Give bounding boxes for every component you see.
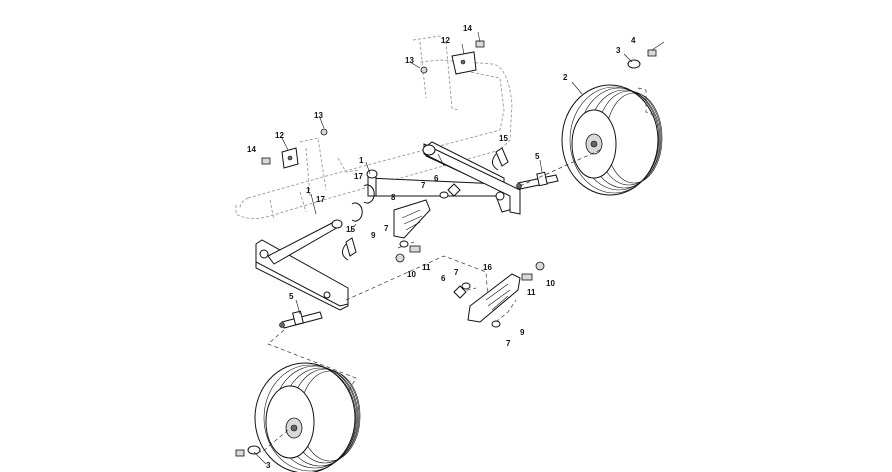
callout-17-upper: 17 — [354, 172, 363, 181]
wheel-rear — [561, 84, 663, 196]
deck-frame-outline — [235, 35, 513, 221]
callout-11-upper: 11 — [422, 263, 431, 272]
callout-12-upper: 12 — [441, 36, 450, 45]
callout-2-rear-wheel: 2 — [563, 73, 568, 82]
callout-8: 8 — [391, 193, 396, 202]
callout-5-front: 5 — [289, 292, 294, 301]
height-plate-upper — [393, 199, 431, 239]
callout-16: 16 — [483, 263, 492, 272]
callout-9-lower: 9 — [520, 328, 525, 337]
callout-5-rear: 5 — [535, 152, 540, 161]
wheel-front — [254, 362, 361, 472]
callout-labels: 1 1 2 3 3 4 5 5 6 6 7 7 7 7 8 9 9 10 10 … — [247, 24, 636, 470]
callout-7-c: 7 — [454, 268, 459, 277]
bracket-left — [281, 147, 299, 169]
retaining-rings — [351, 184, 375, 222]
callout-7-d: 7 — [506, 339, 511, 348]
callout-6-upper: 6 — [434, 174, 439, 183]
callout-1-upper: 1 — [359, 156, 364, 165]
callout-15-front: 15 — [346, 225, 355, 234]
callout-7-b: 7 — [384, 224, 389, 233]
callout-leaders — [253, 31, 665, 465]
callout-6-lower: 6 — [441, 274, 446, 283]
callout-9-upper: 9 — [371, 231, 376, 240]
callout-10-lower: 10 — [546, 279, 555, 288]
callout-17-lower: 17 — [316, 195, 325, 204]
callout-3-rear: 3 — [616, 46, 621, 55]
callout-4: 4 — [631, 36, 636, 45]
callout-3-front: 3 — [266, 461, 271, 470]
bracket-upper — [451, 51, 477, 75]
axle-pin-rear — [516, 171, 559, 190]
callout-13-lower: 13 — [314, 111, 323, 120]
callout-14-upper: 14 — [463, 24, 472, 33]
hitch-pin-rear — [492, 147, 509, 171]
callout-14-lower: 14 — [247, 145, 256, 154]
callout-15-rear: 15 — [499, 134, 508, 143]
callout-10-upper: 10 — [407, 270, 416, 279]
callout-13-upper: 13 — [405, 56, 414, 65]
callout-12-lower: 12 — [275, 131, 284, 140]
hardware — [235, 40, 657, 457]
hitch-pin-front — [342, 237, 357, 261]
callout-1-lower: 1 — [306, 186, 311, 195]
axle-pin-front — [279, 310, 323, 329]
callout-7-a: 7 — [421, 181, 426, 190]
callout-11-lower: 11 — [527, 288, 536, 297]
axle-assembly-front — [255, 219, 349, 311]
height-plate-lower — [467, 273, 521, 323]
